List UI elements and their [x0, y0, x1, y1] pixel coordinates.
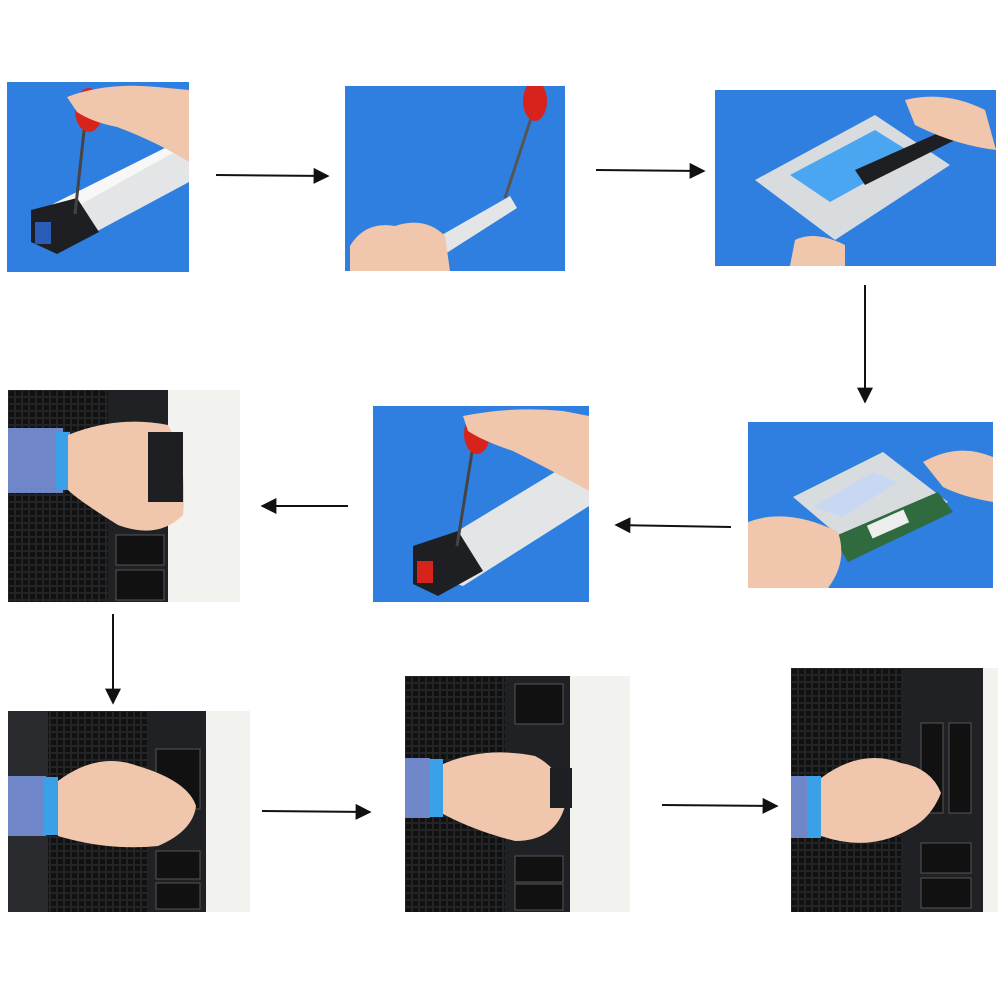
- step-4-photo: [748, 422, 993, 588]
- step-5-photo: [373, 406, 589, 602]
- hand: [821, 758, 941, 843]
- step-8-illustration: [405, 676, 630, 912]
- drive-slot: [948, 722, 972, 814]
- hand: [463, 409, 589, 491]
- step-9-illustration: [791, 668, 998, 912]
- arrow-step4-to-step5: [614, 517, 732, 534]
- carrier-label: [35, 222, 51, 244]
- shirt-sleeve: [791, 776, 809, 838]
- step-3-photo: [715, 90, 996, 266]
- carrier-label: [417, 561, 433, 583]
- step-7-photo: [8, 711, 250, 912]
- drive-carrier: [148, 432, 183, 502]
- drive-slot: [514, 683, 564, 725]
- arrow-step7-to-step8: [261, 803, 372, 820]
- drive-slot: [920, 877, 972, 909]
- wristband: [44, 777, 58, 835]
- step-9-photo: [791, 668, 998, 912]
- wristband: [807, 776, 821, 838]
- carrier-tray-highlight: [47, 142, 189, 212]
- arrow-step2-to-step3: [595, 162, 706, 179]
- step-1-illustration: [7, 82, 189, 272]
- drive-slot: [115, 534, 165, 566]
- ssd-label: [866, 509, 910, 539]
- drive-slot: [514, 883, 564, 911]
- hand: [58, 761, 196, 848]
- screwdriver-shaft: [455, 445, 475, 547]
- hand: [67, 85, 189, 162]
- hand: [923, 450, 993, 502]
- hand: [790, 236, 845, 266]
- carrier-tray: [440, 196, 517, 254]
- thermal-pad: [790, 130, 915, 202]
- step-8-photo: [405, 676, 630, 912]
- drive-slot: [155, 850, 201, 880]
- step-5-illustration: [373, 406, 589, 602]
- shirt-sleeve: [8, 428, 63, 493]
- step-2-illustration: [345, 86, 565, 271]
- hand: [443, 752, 565, 841]
- drive-slot: [115, 569, 165, 601]
- step-2-photo: [345, 86, 565, 271]
- drive-slot: [155, 882, 201, 910]
- shirt-sleeve: [8, 776, 46, 836]
- step-7-illustration: [8, 711, 250, 912]
- hand: [905, 96, 996, 150]
- screwdriver-shaft: [73, 121, 87, 215]
- step-3-illustration: [715, 90, 996, 266]
- carrier-cover: [855, 130, 955, 185]
- wristband: [56, 432, 70, 490]
- step-4-illustration: [748, 422, 993, 588]
- step-6-illustration: [8, 390, 240, 602]
- drive-slot: [514, 855, 564, 883]
- carrier-latch: [550, 768, 572, 808]
- shirt-sleeve: [405, 758, 430, 818]
- step-6-photo: [8, 390, 240, 602]
- drive-slot: [920, 842, 972, 874]
- arrow-step1-to-step2: [215, 167, 330, 184]
- thermal-pad: [813, 472, 898, 517]
- arrow-step8-to-step9: [661, 797, 779, 814]
- hand: [748, 516, 842, 588]
- carrier-tray: [793, 452, 948, 552]
- screwdriver-handle: [523, 86, 547, 121]
- hand: [350, 222, 450, 271]
- screwdriver-shaft: [503, 105, 537, 199]
- step-1-photo: [7, 82, 189, 272]
- wristband: [429, 759, 443, 817]
